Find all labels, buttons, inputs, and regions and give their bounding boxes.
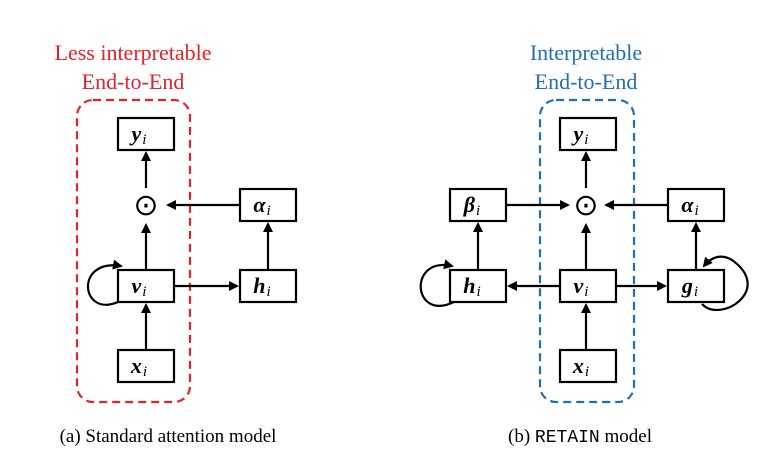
- panel-b-node-h: hi: [448, 268, 508, 304]
- panel-a-node-v: vi: [116, 268, 176, 304]
- panel-b-caption-suffix: model: [600, 426, 652, 447]
- svg-text:vi: vi: [574, 273, 589, 300]
- panel-b-recurrent-loop-g: [701, 255, 749, 311]
- svg-text:gi: gi: [681, 273, 698, 300]
- panel-b-recurrent-loop-h: [419, 259, 455, 307]
- panel-b-end-to-end-region: [538, 98, 636, 404]
- panel-b-elementwise-product: ⊙: [573, 188, 598, 223]
- svg-text:hi: hi: [463, 273, 480, 300]
- panel-a-node-alpha: αi: [238, 187, 298, 223]
- svg-text:xi: xi: [130, 353, 147, 380]
- panel-b-node-v: vi: [558, 268, 618, 304]
- panel-a: Less interpretable End-to-End yi ⊙ αi vi…: [55, 40, 298, 447]
- panel-b-node-y: yi: [558, 116, 618, 152]
- panel-a-title-line2: End-to-End: [82, 69, 185, 94]
- panel-b-title-line1: Interpretable: [530, 40, 642, 65]
- panel-a-recurrent-loop-v: [87, 259, 123, 306]
- svg-text:βi: βi: [463, 192, 480, 219]
- panel-a-caption: (a) Standard attention model: [60, 426, 277, 447]
- panel-b-node-g: gi: [666, 268, 726, 304]
- svg-text:yi: yi: [571, 121, 589, 148]
- panel-b: Interpretable End-to-End yi ⊙ βi αi hi v: [419, 40, 749, 448]
- svg-text:hi: hi: [253, 273, 270, 300]
- svg-text:αi: αi: [253, 192, 270, 219]
- svg-text:xi: xi: [572, 353, 589, 380]
- svg-text:vi: vi: [132, 273, 147, 300]
- panel-a-title-line1: Less interpretable: [55, 40, 212, 65]
- panel-b-caption-mono: RETAIN: [535, 428, 600, 448]
- panel-b-node-alpha: αi: [666, 187, 726, 223]
- panel-a-elementwise-product: ⊙: [133, 188, 158, 223]
- svg-text:yi: yi: [129, 121, 147, 148]
- panel-b-node-x: xi: [558, 348, 618, 384]
- panel-a-node-x: xi: [116, 348, 176, 384]
- panel-b-title-line2: End-to-End: [535, 69, 638, 94]
- panel-b-node-beta: βi: [448, 187, 508, 223]
- panel-b-caption-prefix: (b): [508, 426, 535, 447]
- panel-a-end-to-end-region: [75, 98, 192, 404]
- panel-b-caption: (b) RETAIN model: [508, 426, 652, 448]
- panel-a-node-y: yi: [116, 116, 176, 152]
- svg-text:αi: αi: [681, 192, 698, 219]
- panel-a-node-h: hi: [238, 268, 298, 304]
